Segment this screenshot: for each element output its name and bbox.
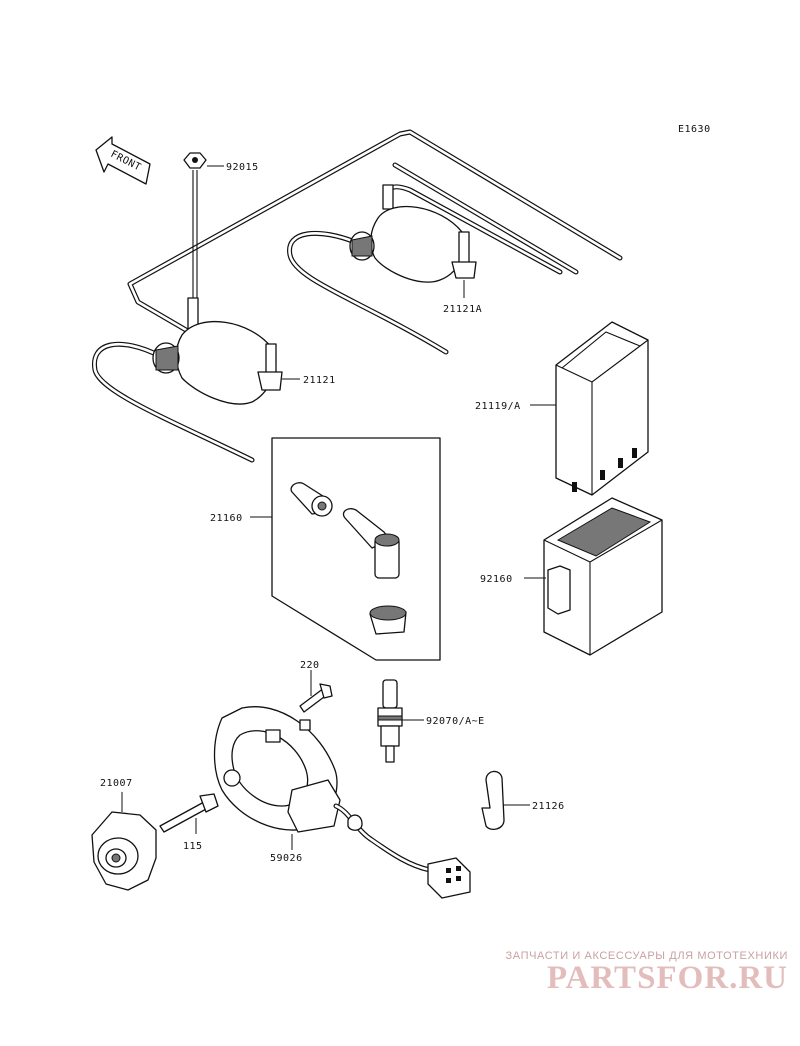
igniter-21119A [530, 321, 649, 496]
watermark: ЗАПЧАСТИ И АКСЕССУАРЫ ДЛЯ МОТОТЕХНИКИ PA… [506, 950, 788, 997]
watermark-logo: PARTSFOR.RU [546, 960, 788, 996]
watermark-tagline: ЗАПЧАСТИ И АКСЕССУАРЫ ДЛЯ МОТОТЕХНИКИ [505, 950, 788, 962]
label-21007: 21007 [100, 778, 133, 789]
harness-frame [127, 129, 623, 375]
label-21121A: 21121A [443, 304, 482, 315]
label-220: 220 [300, 660, 320, 671]
nut-92015 [183, 152, 224, 300]
label-92070: 92070/A~E [426, 716, 485, 727]
label-21119A: 21119/A [475, 401, 521, 412]
pickup-coil-59026 [213, 706, 471, 899]
igniter-case-92160 [524, 497, 663, 656]
front-arrow-icon: FRONT [95, 136, 151, 185]
bolt-220 [299, 670, 333, 713]
label-115: 115 [183, 841, 203, 852]
diagram-code: E1630 [678, 124, 711, 135]
plug-cap-kit-21160 [250, 437, 441, 661]
timing-rotor-21007 [91, 792, 157, 891]
ignition-coil-21121 [91, 297, 300, 463]
label-92015: 92015 [226, 162, 259, 173]
label-21121: 21121 [303, 375, 336, 386]
clamp-21126 [481, 770, 530, 831]
bolt-115 [159, 793, 219, 834]
ignition-coil-21121A [287, 184, 563, 355]
label-21126: 21126 [532, 801, 565, 812]
spark-plug-92070 [377, 679, 424, 763]
label-92160: 92160 [480, 574, 513, 585]
label-21160: 21160 [210, 513, 243, 524]
label-59026: 59026 [270, 853, 303, 864]
